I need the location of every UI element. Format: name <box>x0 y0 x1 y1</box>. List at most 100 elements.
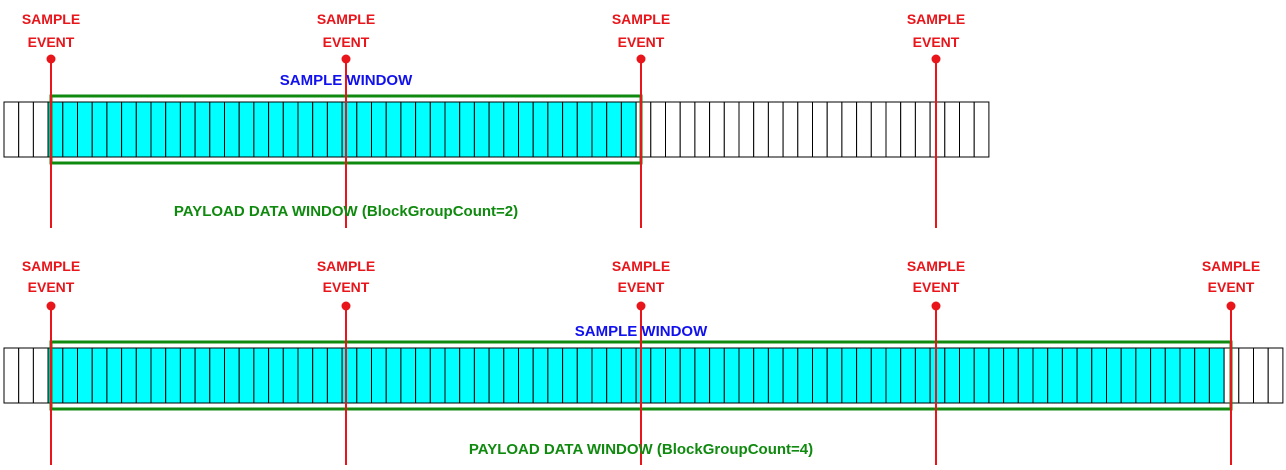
data-block-cell <box>268 101 284 158</box>
data-block-cell <box>797 347 813 404</box>
data-block-cell <box>914 347 931 404</box>
data-block-cell <box>679 347 696 404</box>
data-block-cell <box>870 101 887 158</box>
sample-event-label-line2: EVENT <box>1208 279 1255 295</box>
data-block-cell <box>532 101 549 158</box>
data-block-cell <box>1253 347 1269 404</box>
data-block-cell <box>473 347 490 404</box>
data-block-cell <box>77 101 93 158</box>
data-block-cell <box>812 347 828 404</box>
data-block-cell <box>400 347 417 404</box>
sample-event-dot <box>46 54 56 64</box>
sample-event-dot <box>931 54 941 64</box>
sample-event-label-line1: SAMPLE <box>317 11 375 27</box>
data-block-cell <box>282 347 299 404</box>
data-block-cell <box>753 101 769 158</box>
data-block-cell <box>753 347 769 404</box>
data-block-cell <box>885 347 902 404</box>
data-block-cell <box>165 101 181 158</box>
data-block-cell <box>194 101 211 158</box>
data-block-cell <box>371 101 387 158</box>
data-block-cell <box>194 347 211 404</box>
data-block-cell <box>723 347 740 404</box>
data-block-cell <box>1164 347 1181 404</box>
data-block-cell <box>209 347 226 404</box>
data-block-cell <box>165 347 181 404</box>
panel-2: SAMPLEEVENTSAMPLEEVENTSAMPLEEVENTSAMPLEE… <box>3 258 1284 465</box>
data-block-cell <box>224 101 240 158</box>
data-block-cell <box>268 347 284 404</box>
sample-event-dot <box>46 301 56 311</box>
data-block-cell <box>106 347 123 404</box>
data-block-cell <box>1106 347 1122 404</box>
data-block-cell <box>782 347 799 404</box>
data-block-cell <box>1194 347 1210 404</box>
sample-event-label-line1: SAMPLE <box>612 11 670 27</box>
data-block-cell <box>959 347 975 404</box>
data-block-cell <box>91 101 108 158</box>
data-block-cell <box>415 101 431 158</box>
data-block-cell <box>62 101 78 158</box>
data-block-cell <box>679 101 696 158</box>
data-block-cell <box>944 101 960 158</box>
data-block-cell <box>723 101 740 158</box>
sample-event-label-line2: EVENT <box>28 34 75 50</box>
sample-event-label-line1: SAMPLE <box>317 258 375 274</box>
data-block-cell <box>694 101 711 158</box>
data-block-cell <box>385 347 402 404</box>
data-block-cell <box>1267 347 1284 404</box>
data-block-cell <box>767 101 784 158</box>
data-block-cell <box>709 347 725 404</box>
data-block-cell <box>415 347 431 404</box>
data-block-cell <box>518 347 534 404</box>
data-block-cell <box>929 347 946 404</box>
data-block-cell <box>62 347 78 404</box>
data-block-cell <box>444 101 461 158</box>
data-block-cell <box>944 347 960 404</box>
sample-event-label-line2: EVENT <box>323 34 370 50</box>
data-block-cell <box>1003 347 1019 404</box>
sample-window-label: SAMPLE WINDOW <box>575 323 708 340</box>
sample-event-label-line2: EVENT <box>323 279 370 295</box>
data-block-cell <box>620 347 637 404</box>
data-block-cell <box>606 347 622 404</box>
sample-event-label-line2: EVENT <box>913 279 960 295</box>
data-block-cell <box>209 101 226 158</box>
data-block-cell <box>488 347 505 404</box>
data-block-cell <box>959 101 975 158</box>
data-block-cell <box>297 101 314 158</box>
data-block-cell <box>694 347 711 404</box>
data-block-cell <box>1208 347 1225 404</box>
data-block-cell <box>591 347 608 404</box>
data-block-cell <box>562 101 578 158</box>
payload-window-label: PAYLOAD DATA WINDOW (BlockGroupCount=2) <box>174 203 518 220</box>
data-block-cell <box>738 347 755 404</box>
data-block-cell <box>650 101 666 158</box>
data-block-cell <box>841 347 858 404</box>
data-block-cell <box>576 347 593 404</box>
data-block-cell <box>929 101 946 158</box>
data-block-cell <box>121 101 137 158</box>
data-block-cell <box>297 347 314 404</box>
data-block-cell <box>900 347 916 404</box>
data-block-cell <box>312 347 328 404</box>
sample-event-3: SAMPLE EVENT <box>612 11 670 228</box>
data-block-cell <box>3 101 20 158</box>
sample-event-label-line2: EVENT <box>618 34 665 50</box>
sample-window-label: SAMPLE WINDOW <box>280 72 413 89</box>
data-block-cell <box>77 347 93 404</box>
data-block-cell <box>635 347 652 404</box>
data-block-cell <box>1179 347 1196 404</box>
sample-event-label-line2: EVENT <box>28 279 75 295</box>
data-block-cell <box>856 101 872 158</box>
data-block-cell <box>356 101 372 158</box>
data-block-cell <box>709 101 725 158</box>
sample-event-label-line2: EVENT <box>913 34 960 50</box>
data-block-cell <box>591 101 608 158</box>
data-block-cell <box>900 101 916 158</box>
data-block-cell <box>973 101 990 158</box>
data-block-cell <box>488 101 505 158</box>
